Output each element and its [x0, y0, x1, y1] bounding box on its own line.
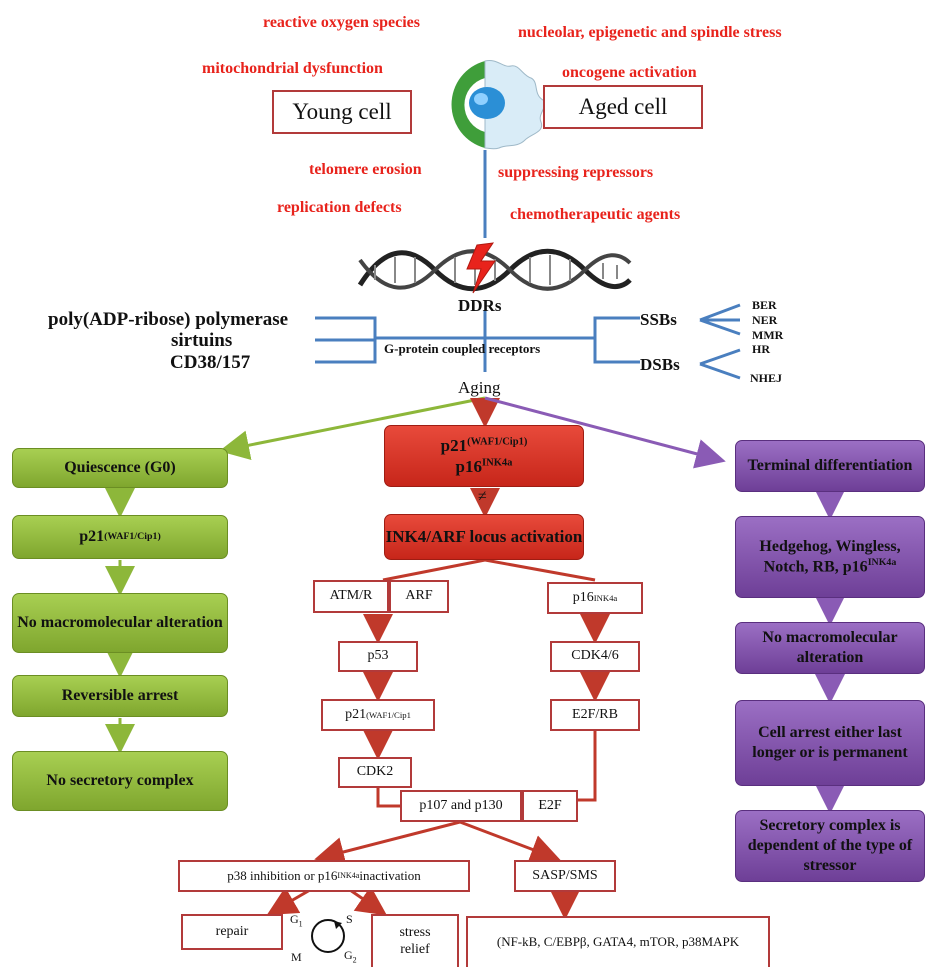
center-p21-sup: (WAF1/Cip1): [467, 436, 528, 448]
hedgehog-box: Hedgehog, Wingless, Notch, RB, p16INK4a: [735, 516, 925, 598]
purple-nomacro-box: No macromolecular alteration: [735, 622, 925, 674]
cell-cycle-icon: [311, 919, 345, 953]
stressor-ros: reactive oxygen species: [263, 14, 420, 31]
dna-helix-icon: [357, 242, 632, 294]
g2-text: G: [344, 948, 353, 962]
aged-cell-box: Aged cell: [543, 85, 703, 129]
p16-box-sup: INK4a: [593, 593, 618, 603]
cdk46-box: CDK4/6: [550, 641, 640, 672]
p107-box: p107 and p130: [400, 790, 522, 822]
ssbs-label: SSBs: [640, 310, 677, 329]
arf-box: ARF: [389, 580, 449, 613]
center-p21-text: p21: [440, 435, 468, 455]
e2f-box: E2F: [522, 790, 578, 822]
cd38-label: CD38/157: [170, 352, 251, 373]
secretory-box: Secretory complex is dependent of the ty…: [735, 810, 925, 882]
g2-sub: 2: [352, 955, 357, 965]
green-p21-sup: (WAF1/Cip1): [104, 530, 161, 542]
stress-relief-box: stress relief: [371, 914, 459, 967]
g2-label: G2: [344, 948, 357, 964]
green-p21-box: p21(WAF1/Cip1): [12, 515, 228, 559]
ner-label: NER: [752, 313, 778, 327]
ink4-box: INK4/ARF locus activation: [384, 514, 584, 560]
stressor-suppressing: suppressing repressors: [498, 164, 654, 181]
aging-label: Aging: [458, 378, 501, 397]
ber-label: BER: [752, 298, 777, 312]
quiescence-box: Quiescence (G0): [12, 448, 228, 488]
g1-label: G1: [290, 912, 303, 928]
p21-p16-box: p21(WAF1/Cip1) p16INK4a: [384, 425, 584, 487]
atmr-box: ATM/R: [313, 580, 389, 613]
g1-text: G: [290, 912, 299, 926]
cdk2-box: CDK2: [338, 757, 412, 788]
stressor-mito: mitochondrial dysfunction: [202, 60, 383, 77]
p38-sup: INK4a: [337, 871, 360, 881]
hedgehog-sup: INK4a: [867, 556, 897, 568]
sirtuins-label: sirtuins: [171, 330, 233, 351]
gpcr-label: G-protein coupled receptors: [384, 341, 541, 356]
p21-cip-sup: (WAF1/Cip1: [366, 710, 411, 720]
stressor-nucleolar: nucleolar, epigenetic and spindle stress: [518, 24, 782, 41]
ddrs-label: DDRs: [458, 296, 502, 315]
p21-cip-text: p21: [345, 706, 367, 722]
stressor-replication: replication defects: [277, 199, 402, 216]
reversible-box: Reversible arrest: [12, 675, 228, 717]
stressor-chemo: chemotherapeutic agents: [510, 206, 681, 223]
not-equal-sign: ≠: [478, 488, 487, 505]
dsbs-label: DSBs: [640, 355, 680, 374]
nosecretory-box: No secretory complex: [12, 751, 228, 811]
green-p21-text: p21: [79, 528, 105, 545]
cell-illustration-icon: [451, 59, 546, 150]
ddr-lines: [315, 150, 741, 380]
nhej-label: NHEJ: [750, 371, 783, 385]
stressor-oncogene: oncogene activation: [562, 64, 697, 81]
hr-label: HR: [752, 342, 770, 356]
p21-cip-box: p21(WAF1/Cip1: [321, 699, 435, 731]
repair-box: repair: [181, 914, 283, 950]
sasp-box: SASP/SMS: [514, 860, 616, 892]
p38-post-text: inactivation: [359, 867, 421, 883]
stressor-telomere: telomere erosion: [309, 161, 422, 178]
g1-sub: 1: [298, 919, 303, 929]
young-cell-box: Young cell: [272, 90, 412, 134]
s-label: S: [346, 912, 353, 926]
p53-box: p53: [338, 641, 418, 672]
parp-label: poly(ADP-ribose) polymerase: [48, 309, 289, 330]
hedgehog-text: Hedgehog, Wingless, Notch, RB, p16: [759, 537, 901, 576]
p16-box-text: p16: [572, 589, 594, 605]
p38-pre-text: p38 inhibition or p16: [227, 867, 338, 883]
mmr-label: MMR: [752, 328, 784, 342]
m-label: M: [291, 950, 302, 964]
cellarrest-box: Cell arrest either last longer or is per…: [735, 700, 925, 786]
terminal-box: Terminal differentiation: [735, 440, 925, 492]
green-nomacro-box: No macromolecular alteration: [12, 593, 228, 653]
center-p16-sup: INK4a: [482, 457, 513, 469]
nfkb-box: (NF-kB, C/EBPβ, GATA4, mTOR, p38MAPK: [466, 916, 770, 967]
e2frb-box: E2F/RB: [550, 699, 640, 731]
center-p16-text: p16: [455, 457, 483, 476]
